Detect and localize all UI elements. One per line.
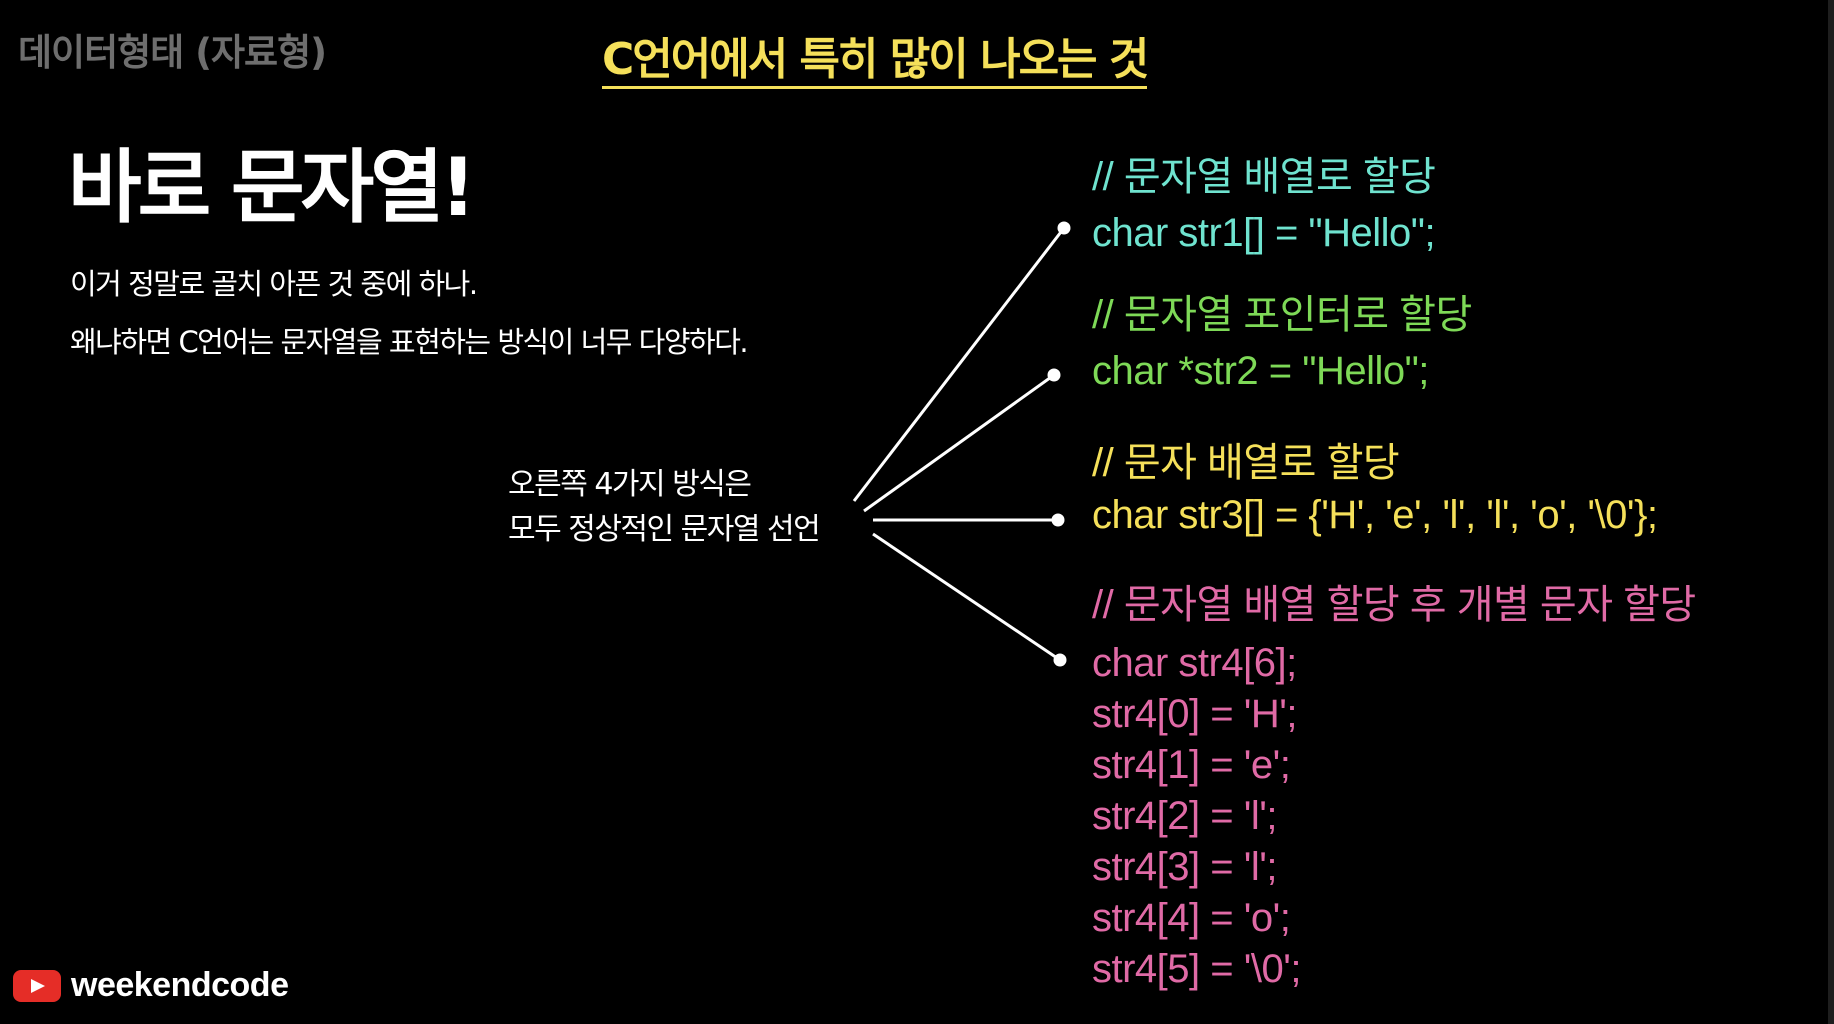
note-line-1: 오른쪽 4가지 방식은 [508, 467, 752, 502]
code-line-4-0: char str4[6]; [1092, 641, 1297, 685]
youtube-play-icon [13, 969, 61, 1002]
connector-line-2 [863, 373, 1055, 513]
note-line-2: 모두 정상적인 문자열 선언 [508, 512, 821, 547]
section-header: 데이터형태 (자료형) [18, 31, 327, 74]
code-line-2: char *str2 = "Hello"; [1092, 349, 1429, 393]
code-comment-2: // 문자열 포인터로 할당 [1092, 293, 1472, 337]
code-line-3: char str3[] = {'H', 'e', 'l', 'l', 'o', … [1092, 493, 1658, 537]
code-line-4-5: str4[4] = 'o'; [1092, 896, 1291, 940]
connector-dot-4 [1053, 653, 1067, 667]
code-line-4-1: str4[0] = 'H'; [1092, 692, 1298, 736]
code-comment-4: // 문자열 배열 할당 후 개별 문자 할당 [1092, 583, 1696, 627]
connector-dot-3 [1051, 513, 1065, 527]
connector-dot-1 [1057, 221, 1071, 235]
code-comment-1: // 문자열 배열로 할당 [1092, 155, 1436, 199]
connector-line-4 [872, 532, 1061, 662]
description-line-1: 이거 정말로 골치 아픈 것 중에 하나. [70, 267, 478, 301]
page-title: C언어에서 특히 많이 나오는 것 [602, 34, 1149, 89]
code-line-4-3: str4[2] = 'l'; [1092, 794, 1278, 838]
code-line-4-2: str4[1] = 'e'; [1092, 743, 1291, 787]
code-line-4-6: str4[5] = '\0'; [1092, 947, 1301, 991]
code-comment-3: // 문자 배열로 할당 [1092, 441, 1400, 485]
channel-logo: weekendcode [13, 966, 289, 1005]
description-line-2: 왜냐하면 C언어는 문자열을 표현하는 방식이 너무 다양하다. [70, 325, 749, 359]
window-edge-strip [1828, 0, 1834, 1024]
code-line-1: char str1[] = "Hello"; [1092, 211, 1436, 255]
connector-line-1 [852, 227, 1066, 502]
headline: 바로 문자열! [68, 141, 476, 234]
channel-name: weekendcode [71, 966, 289, 1004]
code-line-4-4: str4[3] = 'l'; [1092, 845, 1278, 889]
connector-dot-2 [1047, 368, 1061, 382]
